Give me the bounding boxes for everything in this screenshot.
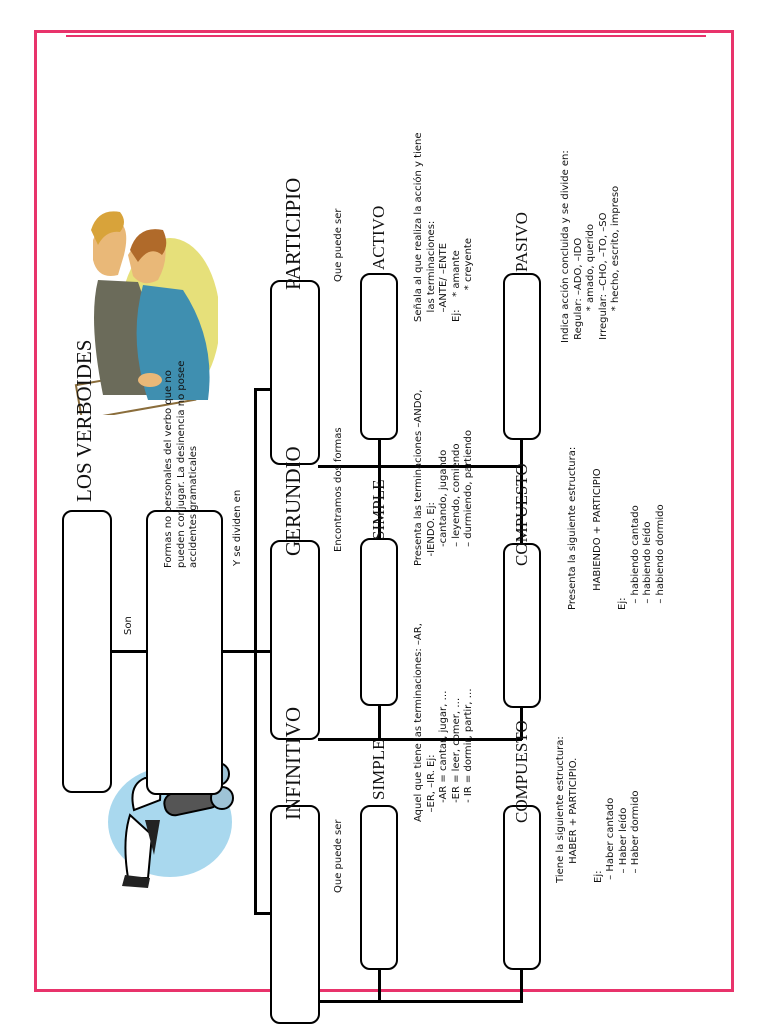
se-dividen-label: Y se dividen en [232, 489, 243, 566]
ger-compuesto-box [503, 543, 541, 708]
connector-ger-comp [520, 438, 523, 543]
son-label: Son [123, 616, 134, 635]
connector-def [221, 650, 273, 653]
page-frame [34, 30, 734, 992]
inf-simple-desc: Aquel que tiene las terminaciones: –AR, … [413, 623, 474, 822]
connector-trunk [254, 388, 257, 915]
inf-simple-box [360, 805, 398, 970]
ger-simple-label: SIMPLE [369, 479, 388, 540]
inf-compuesto-label: COMPUESTO [512, 720, 531, 823]
pasivo-label: PASIVO [512, 212, 531, 272]
gerundio-box [270, 540, 320, 740]
infinitivo-label: INFINITIVO [281, 706, 305, 820]
ger-compuesto-label: COMPUESTO [512, 463, 531, 566]
page-title: LOS VERBOIDES [72, 339, 96, 502]
people-reading-illustration [58, 200, 220, 421]
connector-bot-h [318, 1000, 523, 1003]
pasivo-desc: Indica acción concluida y se divide en: … [560, 150, 621, 343]
top-rule [66, 35, 706, 37]
connector-bot-simple [378, 968, 381, 1003]
ger-simple-desc: Presenta las terminaciones –ANDO, -IENDO… [413, 389, 474, 566]
inf-compuesto-box [503, 805, 541, 970]
ger-compuesto-desc: Presenta la siguiente estructura: HABIEN… [567, 446, 666, 610]
connector-inf-comp [520, 705, 523, 740]
activo-box [360, 273, 398, 440]
inf-compuesto-desc: Tiene la siguiente estructura: HABER + P… [555, 736, 641, 883]
connector-bot-comp [520, 968, 523, 1003]
inf-que-puede-ser: Que puede ser [333, 819, 344, 893]
activo-desc: Señala al que realiza la acción y tiene … [413, 132, 474, 323]
connector-bottom [254, 912, 273, 915]
gerundio-label: GERUNDIO [281, 446, 305, 556]
connector-inf-simple [378, 705, 381, 740]
connector-ger [318, 465, 522, 468]
participio-label: PARTICIPIO [281, 177, 305, 290]
inf-simple-label: SIMPLE [369, 739, 388, 800]
definition-text: Formas no personales del verbo que no pu… [163, 360, 199, 568]
connector-top [254, 388, 273, 391]
activo-label: ACTIVO [369, 205, 388, 270]
pasivo-box [503, 273, 541, 440]
part-que-puede-ser: Que puede ser [333, 208, 344, 282]
title-box [62, 510, 112, 793]
connector-inf [318, 738, 522, 741]
infinitivo-box [270, 805, 320, 1024]
connector-ger-simple [378, 438, 381, 538]
ger-encontramos: Encontramos dos formas [333, 427, 344, 552]
ger-simple-box [360, 538, 398, 706]
participio-box [270, 280, 320, 465]
definition-box [146, 510, 223, 795]
connector-son [110, 650, 148, 653]
